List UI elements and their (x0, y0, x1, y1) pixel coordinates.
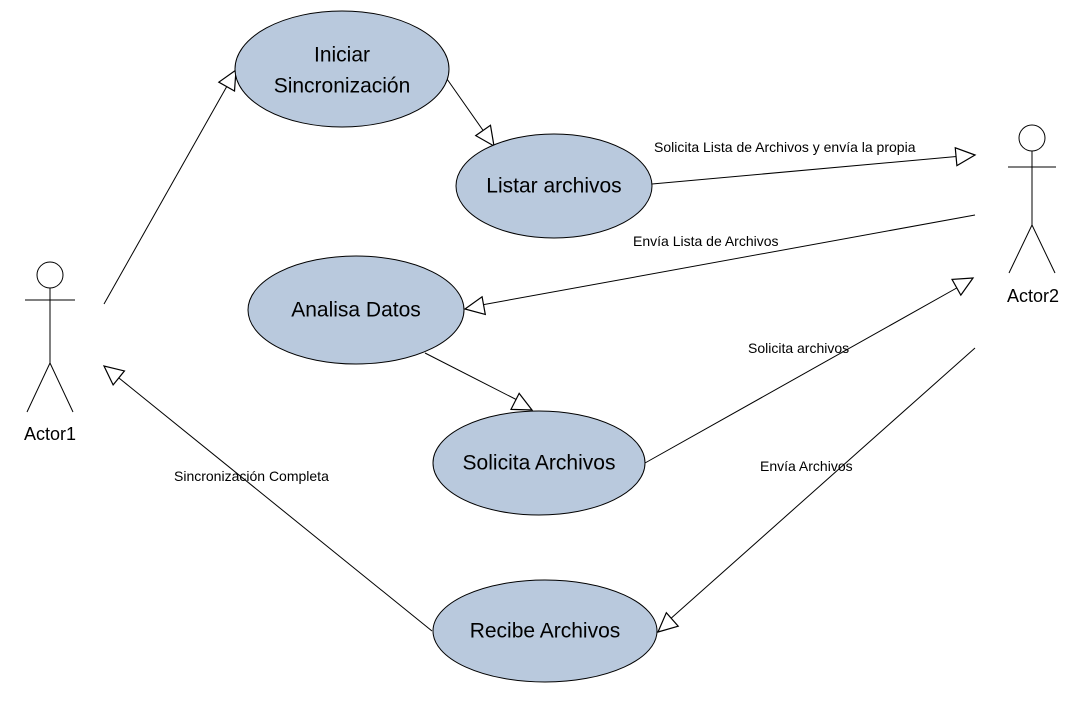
actor1-label: Actor1 (24, 424, 76, 444)
label-envia-lista: Envía Lista de Archivos (633, 233, 779, 249)
link-iniciar-to-listar (446, 78, 502, 152)
usecase-listar-archivos[interactable]: Listar archivos (455, 133, 653, 239)
usecase-iniciar-sincronizacion[interactable]: Iniciar Sincronización (234, 10, 450, 128)
link-listar-to-actor2 (651, 145, 977, 185)
link-actor2-to-analisa (462, 214, 976, 319)
link-arrowhead (462, 296, 486, 319)
usecase-recibe-archivos[interactable]: Recibe Archivos (432, 579, 658, 683)
usecase-analisa-datos[interactable]: Analisa Datos (247, 255, 465, 365)
usecase-listar-label: Listar archivos (486, 175, 621, 198)
usecase-recibe-label: Recibe Archivos (470, 620, 621, 643)
link-recibe-to-actor1 (97, 358, 433, 632)
label-sincronizacion-completa: Sincronización Completa (174, 468, 329, 484)
actor2-label: Actor2 (1007, 286, 1059, 306)
link-solicita-to-actor2 (644, 269, 979, 464)
usecase-solicita-label: Solicita Archivos (463, 452, 616, 475)
link-actor2-to-recibe (651, 347, 976, 640)
link-arrowhead (954, 145, 977, 167)
link-actor1-to-iniciar (103, 64, 245, 305)
usecase-solicita-archivos[interactable]: Solicita Archivos (432, 410, 646, 516)
label-envia-archivos: Envía Archivos (760, 458, 853, 474)
link-arrowhead (97, 358, 126, 386)
label-solicita-lista: Solicita Lista de Archivos y envía la pr… (654, 139, 916, 155)
actor2-stick-figure-icon (1008, 124, 1056, 274)
link-analisa-to-solicita (424, 352, 537, 419)
actor1-stick-figure-icon (25, 261, 75, 413)
usecase-iniciar-label-line2: Sincronización (274, 75, 411, 98)
actor2[interactable]: Actor2 (1007, 124, 1059, 306)
link-arrowhead (951, 269, 979, 296)
usecase-iniciar-label-line1: Iniciar (314, 44, 370, 67)
usecase-analisa-label: Analisa Datos (291, 299, 421, 322)
label-solicita-archivos: Solicita archivos (748, 340, 849, 356)
actor1[interactable]: Actor1 (24, 261, 76, 444)
